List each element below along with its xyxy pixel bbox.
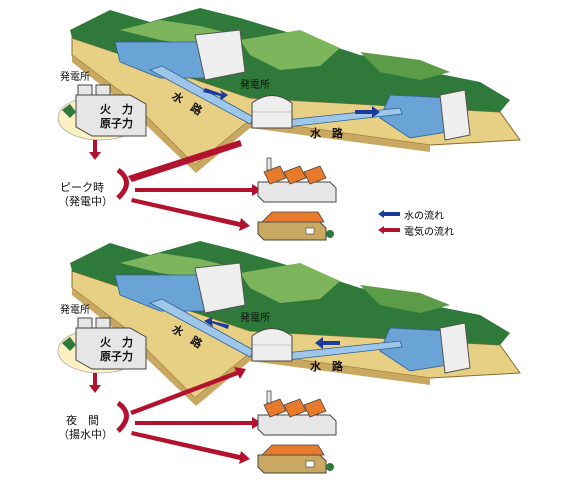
bottom-factory	[257, 390, 337, 436]
top-hydro-plant-label: 発電所	[240, 80, 270, 91]
legend-electricity-row: 電気の流れ	[378, 222, 454, 238]
bottom-waterway-label-2: 水 路	[310, 360, 343, 373]
bottom-thermal-label: 火 力	[100, 336, 133, 349]
bottom-nuclear-label: 原子力	[100, 350, 133, 363]
bottom-landscape	[69, 240, 521, 407]
top-water-arrow-1	[203, 88, 228, 100]
bottom-plant-label: 発電所	[60, 305, 90, 316]
top-elec-to-factory	[135, 184, 262, 196]
top-elec-arrow-plant	[89, 140, 101, 160]
bottom-house	[257, 444, 335, 474]
bottom-elec-to-house	[131, 431, 250, 464]
top-landscape	[69, 7, 521, 174]
top-house	[257, 211, 335, 241]
legend: 水の流れ 電気の流れ	[378, 206, 454, 238]
top-nuclear-label: 原子力	[100, 117, 133, 130]
legend-electricity-label: 電気の流れ	[404, 226, 454, 238]
top-water-arrow-2	[355, 106, 380, 118]
top-thermal-label: 火 力	[100, 103, 133, 116]
top-mode-label-2: （発電中）	[58, 195, 113, 208]
top-factory	[257, 157, 337, 203]
water-flow-swatch-icon	[378, 210, 400, 218]
bottom-hydro-plant-label: 発電所	[240, 313, 270, 324]
top-elec-to-house	[131, 198, 250, 231]
bottom-elec-arrow-plant	[89, 373, 101, 393]
bottom-water-arrow-2	[315, 337, 340, 349]
bottom-mode-label-1: 夜 間	[66, 414, 99, 427]
legend-water-label: 水の流れ	[404, 210, 444, 222]
legend-water-row: 水の流れ	[378, 206, 454, 222]
bottom-water-arrow-1	[204, 317, 229, 329]
top-mode-bracket	[116, 167, 129, 200]
bottom-mode-bracket	[116, 400, 129, 433]
bottom-elec-to-hydro	[130, 367, 246, 415]
electricity-flow-swatch-icon	[378, 226, 400, 234]
top-waterway-label-2: 水 路	[310, 127, 343, 140]
top-elec-from-hydro	[128, 140, 242, 182]
top-mode-label-1: ピーク時	[60, 181, 104, 194]
bottom-elec-to-factory	[135, 417, 262, 429]
top-plant-label: 発電所	[60, 72, 90, 83]
bottom-mode-label-2: （揚水中）	[58, 428, 113, 441]
